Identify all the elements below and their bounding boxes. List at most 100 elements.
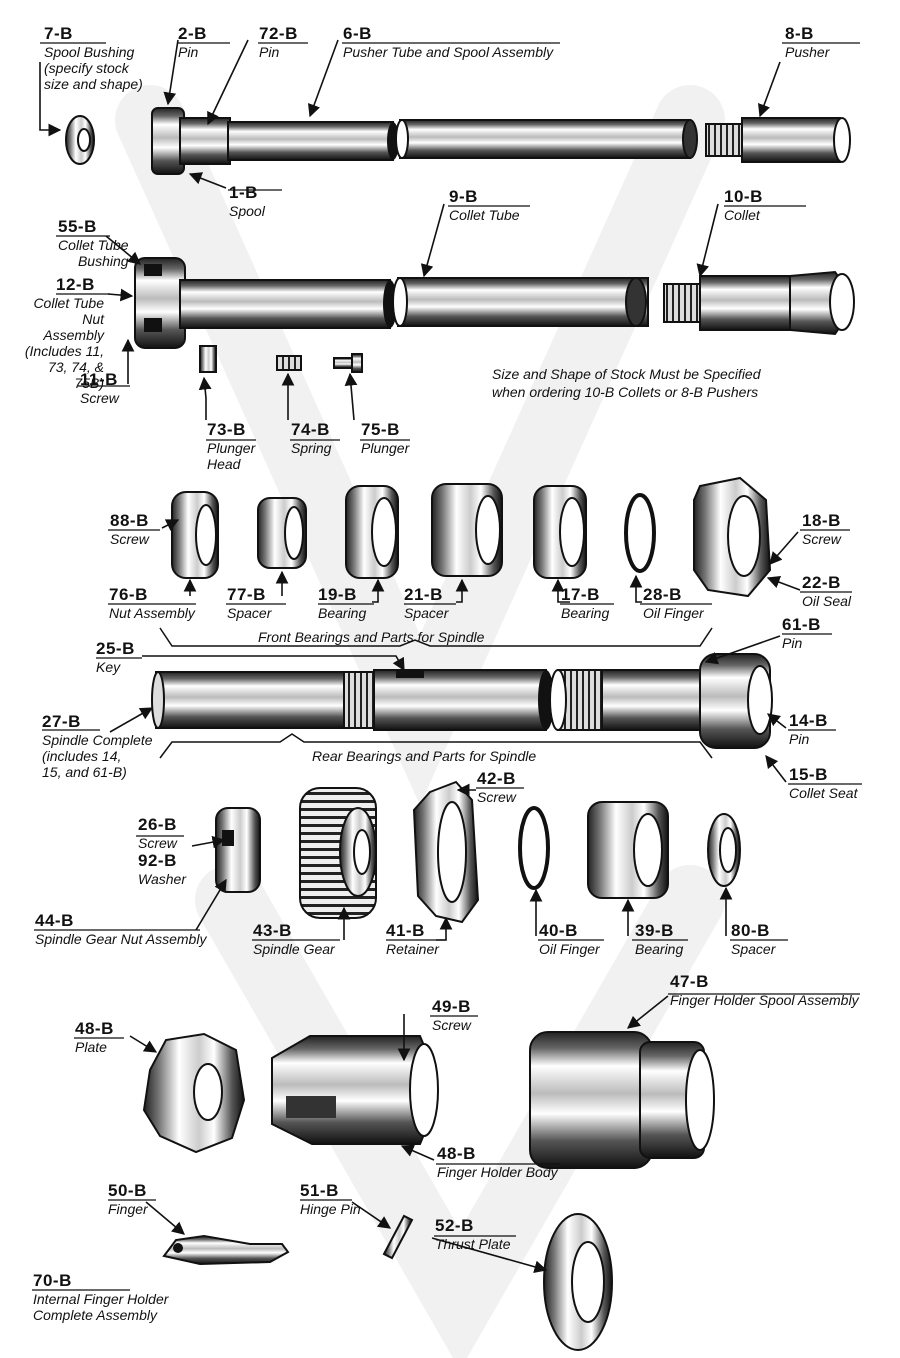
part-description: Bearing bbox=[318, 604, 367, 621]
part-description: Bearing bbox=[561, 604, 610, 621]
part-number: 22-B bbox=[802, 573, 841, 592]
collet-10b bbox=[663, 270, 855, 336]
part-description: Pusher bbox=[785, 43, 830, 60]
bearing-17b bbox=[533, 485, 587, 579]
part-number: 75-B bbox=[361, 420, 400, 439]
part-number: 21-B bbox=[404, 585, 443, 604]
spacer-21b bbox=[431, 483, 503, 577]
part-description: Nut Assembly bbox=[109, 604, 195, 621]
part-description: Spacer bbox=[227, 604, 272, 621]
stock-specification-note: Size and Shape of Stock Must be Specifie… bbox=[492, 366, 761, 401]
part-description: Pin bbox=[789, 730, 810, 747]
part-description: Spacer bbox=[731, 940, 776, 957]
part-number: 14-B bbox=[789, 711, 828, 730]
front-section-title: Front Bearings and Parts for Spindle bbox=[258, 629, 485, 645]
part-number: 61-B bbox=[782, 615, 821, 634]
part-number: 11-B bbox=[80, 370, 118, 389]
part-description: Plate bbox=[75, 1038, 107, 1055]
part-number: 70-B bbox=[33, 1271, 72, 1290]
label-rules bbox=[32, 42, 862, 1291]
spool-1b bbox=[151, 107, 231, 175]
part-number: 1-B bbox=[229, 183, 258, 202]
part-description: Collet Seat bbox=[789, 784, 858, 801]
spacer-77b bbox=[257, 497, 307, 569]
part-description: Spindle Gear Nut Assembly bbox=[35, 930, 207, 947]
part-number: 8-B bbox=[785, 24, 814, 43]
part-description: Oil Seal bbox=[802, 592, 852, 609]
spring-74b bbox=[276, 355, 302, 371]
part-number: 15-B bbox=[789, 765, 828, 784]
oil-seal-22b bbox=[693, 476, 772, 598]
finger-holder-body-48b bbox=[271, 1035, 439, 1145]
part-number: 12-B bbox=[56, 275, 95, 294]
part-number: 7-B bbox=[44, 24, 73, 43]
pusher-8b bbox=[705, 117, 851, 163]
part-description: Pin bbox=[782, 634, 803, 651]
part-description: Internal Finger Holder Complete Assembly bbox=[33, 1290, 169, 1323]
spacer-80b bbox=[707, 813, 741, 887]
part-description: Spool bbox=[229, 202, 265, 219]
part-description: Pin bbox=[178, 43, 199, 60]
part-number: 28-B bbox=[643, 585, 682, 604]
front-section-bracket bbox=[159, 627, 713, 647]
part-description: Collet Tube bbox=[449, 206, 520, 223]
part-number: 80-B bbox=[731, 921, 770, 940]
spindle-gear-43b bbox=[299, 787, 377, 919]
retainer-41b bbox=[412, 780, 480, 924]
bearing-19b bbox=[345, 485, 399, 579]
part-number: 72-B bbox=[259, 24, 298, 43]
part-description: Pin bbox=[259, 43, 280, 60]
oil-finger-28b bbox=[624, 493, 656, 573]
part-description: Screw bbox=[110, 530, 149, 547]
part-description: Washer bbox=[138, 870, 186, 887]
part-description: Screw bbox=[80, 389, 119, 406]
spindle-27b bbox=[151, 669, 703, 731]
part-description: Finger Holder Spool Assembly bbox=[670, 991, 859, 1008]
part-description: Spacer bbox=[404, 604, 449, 621]
part-description: Spindle Gear bbox=[253, 940, 335, 957]
part-number: 51-B bbox=[300, 1181, 339, 1200]
part-description: Screw bbox=[432, 1016, 471, 1033]
part-number: 2-B bbox=[178, 24, 207, 43]
part-number: 48-B bbox=[75, 1019, 114, 1038]
part-number: 43-B bbox=[253, 921, 292, 940]
finger-50b bbox=[162, 1234, 290, 1266]
hinge-pin-51b bbox=[382, 1214, 414, 1260]
part-description: Collet bbox=[724, 206, 760, 223]
part-description: Spindle Complete (includes 14, 15, and 6… bbox=[42, 731, 153, 780]
part-number: 52-B bbox=[435, 1216, 474, 1235]
part-number: 17-B bbox=[561, 585, 600, 604]
rear-section-bracket bbox=[159, 733, 713, 759]
